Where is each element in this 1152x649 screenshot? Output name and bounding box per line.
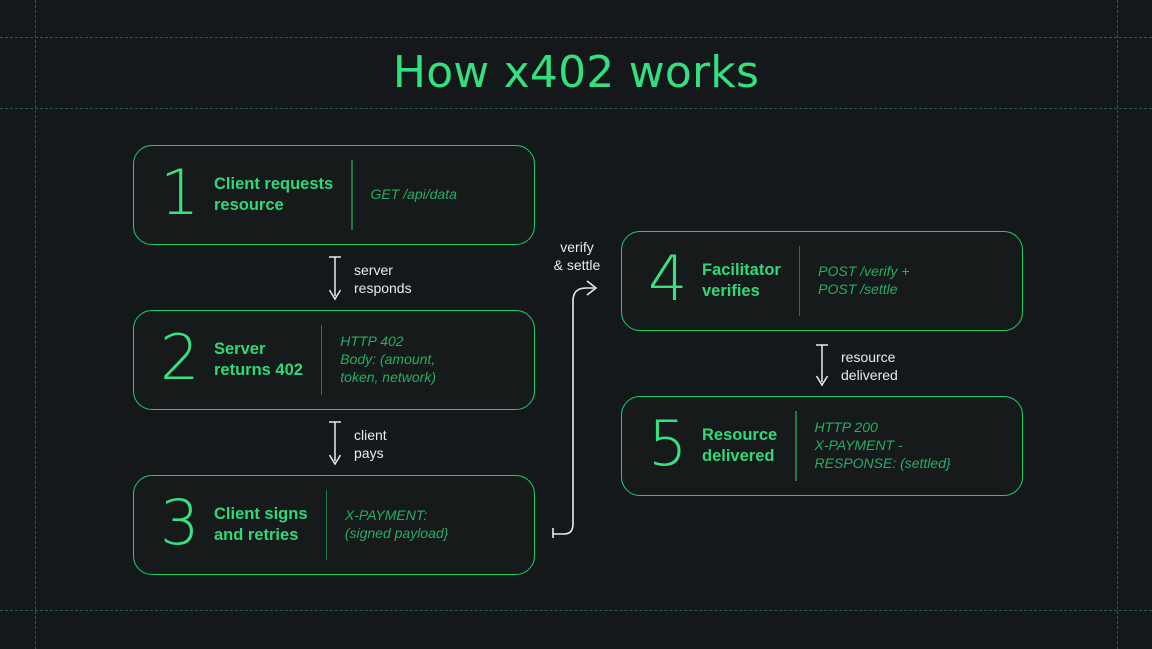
connector-label: client pays bbox=[354, 426, 387, 461]
connector-server-responds: server responds bbox=[327, 256, 412, 302]
arrow-down-icon bbox=[328, 421, 342, 466]
step-detail: HTTP 402 Body: (amount, token, network) bbox=[340, 333, 436, 385]
step-detail: POST /verify + POST /settle bbox=[818, 263, 910, 297]
step-detail: X-PAYMENT: (signed payload} bbox=[344, 507, 449, 541]
card-divider bbox=[798, 246, 801, 316]
step-title: Resource delivered bbox=[702, 426, 778, 465]
connector-resource-delivered: resource delivered bbox=[814, 344, 898, 388]
step-card-2[interactable]: 2 Server returns 402 HTTP 402 Body: (amo… bbox=[133, 310, 535, 410]
step-card-1[interactable]: 1 Client requests resource GET /api/data bbox=[133, 145, 535, 245]
grid-line-horizontal bbox=[0, 37, 1152, 38]
step-detail: GET /api/data bbox=[370, 186, 457, 203]
step-card-3[interactable]: 3 Client signs and retries X-PAYMENT: (s… bbox=[133, 475, 535, 575]
step-title: Facilitator verifies bbox=[702, 261, 781, 300]
step-title: Client requests resource bbox=[214, 175, 334, 214]
grid-line-horizontal bbox=[0, 610, 1152, 611]
curved-arrow-verify-settle bbox=[552, 280, 598, 538]
card-divider bbox=[351, 160, 353, 230]
card-divider bbox=[795, 411, 797, 481]
card-divider bbox=[325, 490, 327, 560]
step-card-4[interactable]: 4 Facilitator verifies POST /verify + PO… bbox=[621, 231, 1023, 331]
card-divider bbox=[320, 325, 323, 395]
step-number: 1 bbox=[160, 156, 200, 229]
connector-client-pays: client pays bbox=[327, 421, 387, 467]
step-title: Client signs and retries bbox=[214, 505, 308, 544]
connector-label: resource delivered bbox=[841, 348, 898, 383]
page-title: How x402 works bbox=[392, 47, 760, 98]
step-number: 4 bbox=[648, 242, 688, 315]
step-card-5[interactable]: 5 Resource delivered HTTP 200 X-PAYMENT … bbox=[621, 396, 1023, 496]
grid-line-horizontal bbox=[0, 108, 1152, 109]
step-number: 3 bbox=[160, 486, 200, 559]
step-title: Server returns 402 bbox=[214, 340, 303, 379]
connector-label-verify-settle: verify & settle bbox=[553, 239, 601, 274]
step-number: 2 bbox=[160, 321, 200, 394]
connector-label: server responds bbox=[354, 261, 412, 296]
arrow-down-icon bbox=[328, 256, 342, 301]
step-detail: HTTP 200 X-PAYMENT - RESPONSE: (settled} bbox=[814, 419, 951, 471]
arrow-down-icon bbox=[815, 344, 829, 387]
step-number: 5 bbox=[648, 407, 688, 480]
